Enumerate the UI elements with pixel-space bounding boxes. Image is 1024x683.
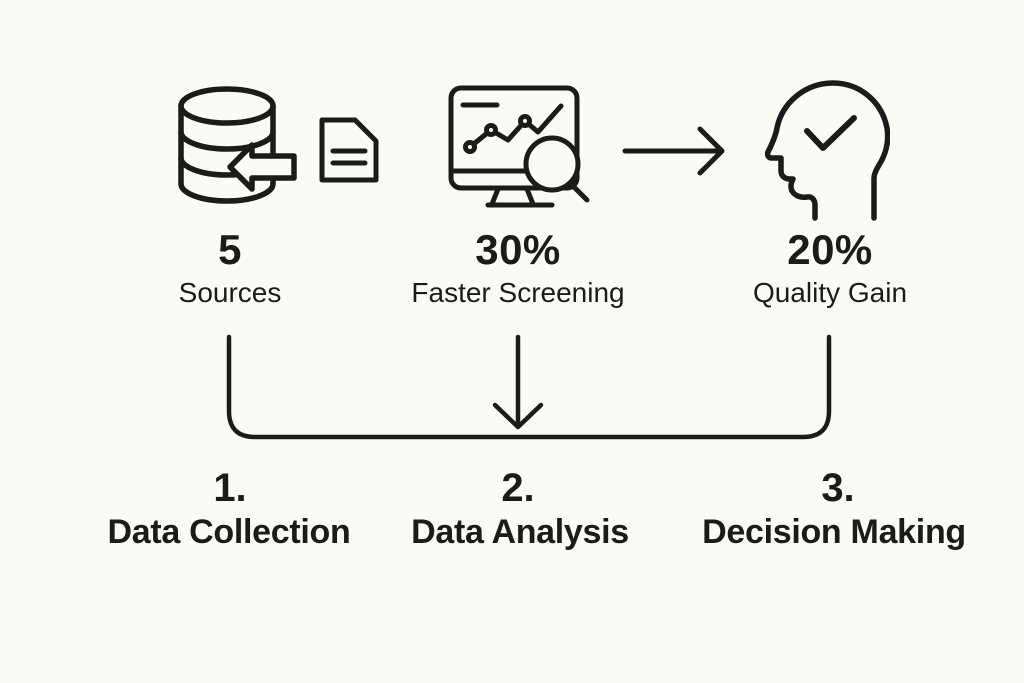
monitor-analytics-icon [448,85,590,208]
step2-number: 2. [501,466,535,510]
merge-down-arrow-icon [492,334,544,430]
step2-stat-value: 30% [475,226,561,273]
step1-stat-label: Sources [178,277,282,308]
step3-stat-value: 20% [787,226,873,273]
magnifier-icon [523,135,590,203]
step1-number: 1. [213,466,247,510]
database-import-icon [178,86,297,204]
step3-number: 3. [821,466,855,510]
head-check-icon [764,80,890,221]
document-icon [319,117,379,183]
flow-right-arrow-icon [622,126,725,176]
step1-title: Data Collection [107,513,351,551]
merge-bracket [226,334,832,440]
step3-stat-label: Quality Gain [752,277,908,308]
step3-title: Decision Making [702,513,966,551]
step2-stat-label: Faster Screening [411,277,625,308]
step2-title: Data Analysis [411,513,629,551]
step1-stat-value: 5 [218,226,242,273]
